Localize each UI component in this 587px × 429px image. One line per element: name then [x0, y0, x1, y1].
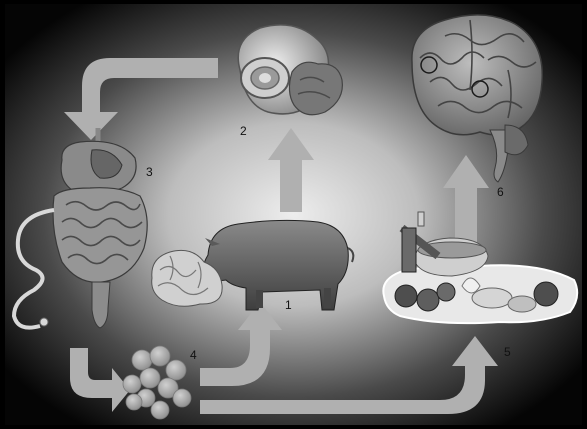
- label-number-2: 2: [240, 124, 247, 138]
- label-number-6: 6: [497, 185, 504, 199]
- label-number-1: 1: [285, 298, 292, 312]
- label-number-4: 4: [190, 348, 197, 362]
- label-number-5: 5: [504, 345, 511, 359]
- label-number-3: 3: [146, 165, 153, 179]
